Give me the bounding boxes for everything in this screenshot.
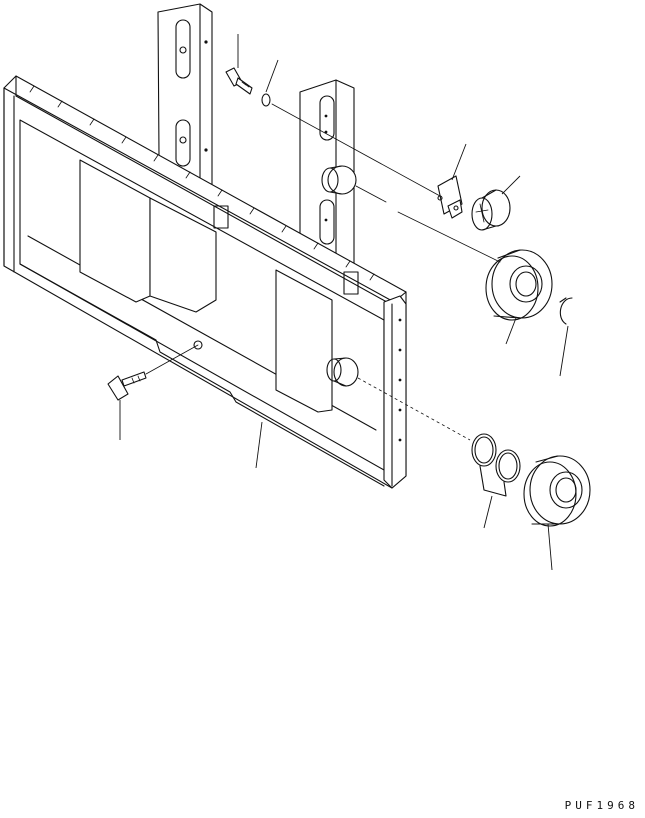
snap-ring — [559, 297, 573, 325]
bolt-upper — [225, 67, 253, 95]
roller-bearing-upper — [485, 249, 553, 321]
washer-upper — [261, 93, 271, 107]
shim-rings-lower — [471, 433, 521, 497]
drawing-code-label: PUF1968 — [564, 799, 639, 812]
roller-shaft-cap — [471, 189, 511, 231]
assembly-guides — [145, 103, 501, 441]
top-rail-notches — [29, 85, 375, 281]
roller-bearing-lower — [523, 455, 591, 527]
shim-plate — [437, 175, 463, 219]
leader-lines — [119, 34, 569, 571]
bolt-lower — [107, 371, 147, 401]
carriage-frame — [3, 75, 407, 489]
